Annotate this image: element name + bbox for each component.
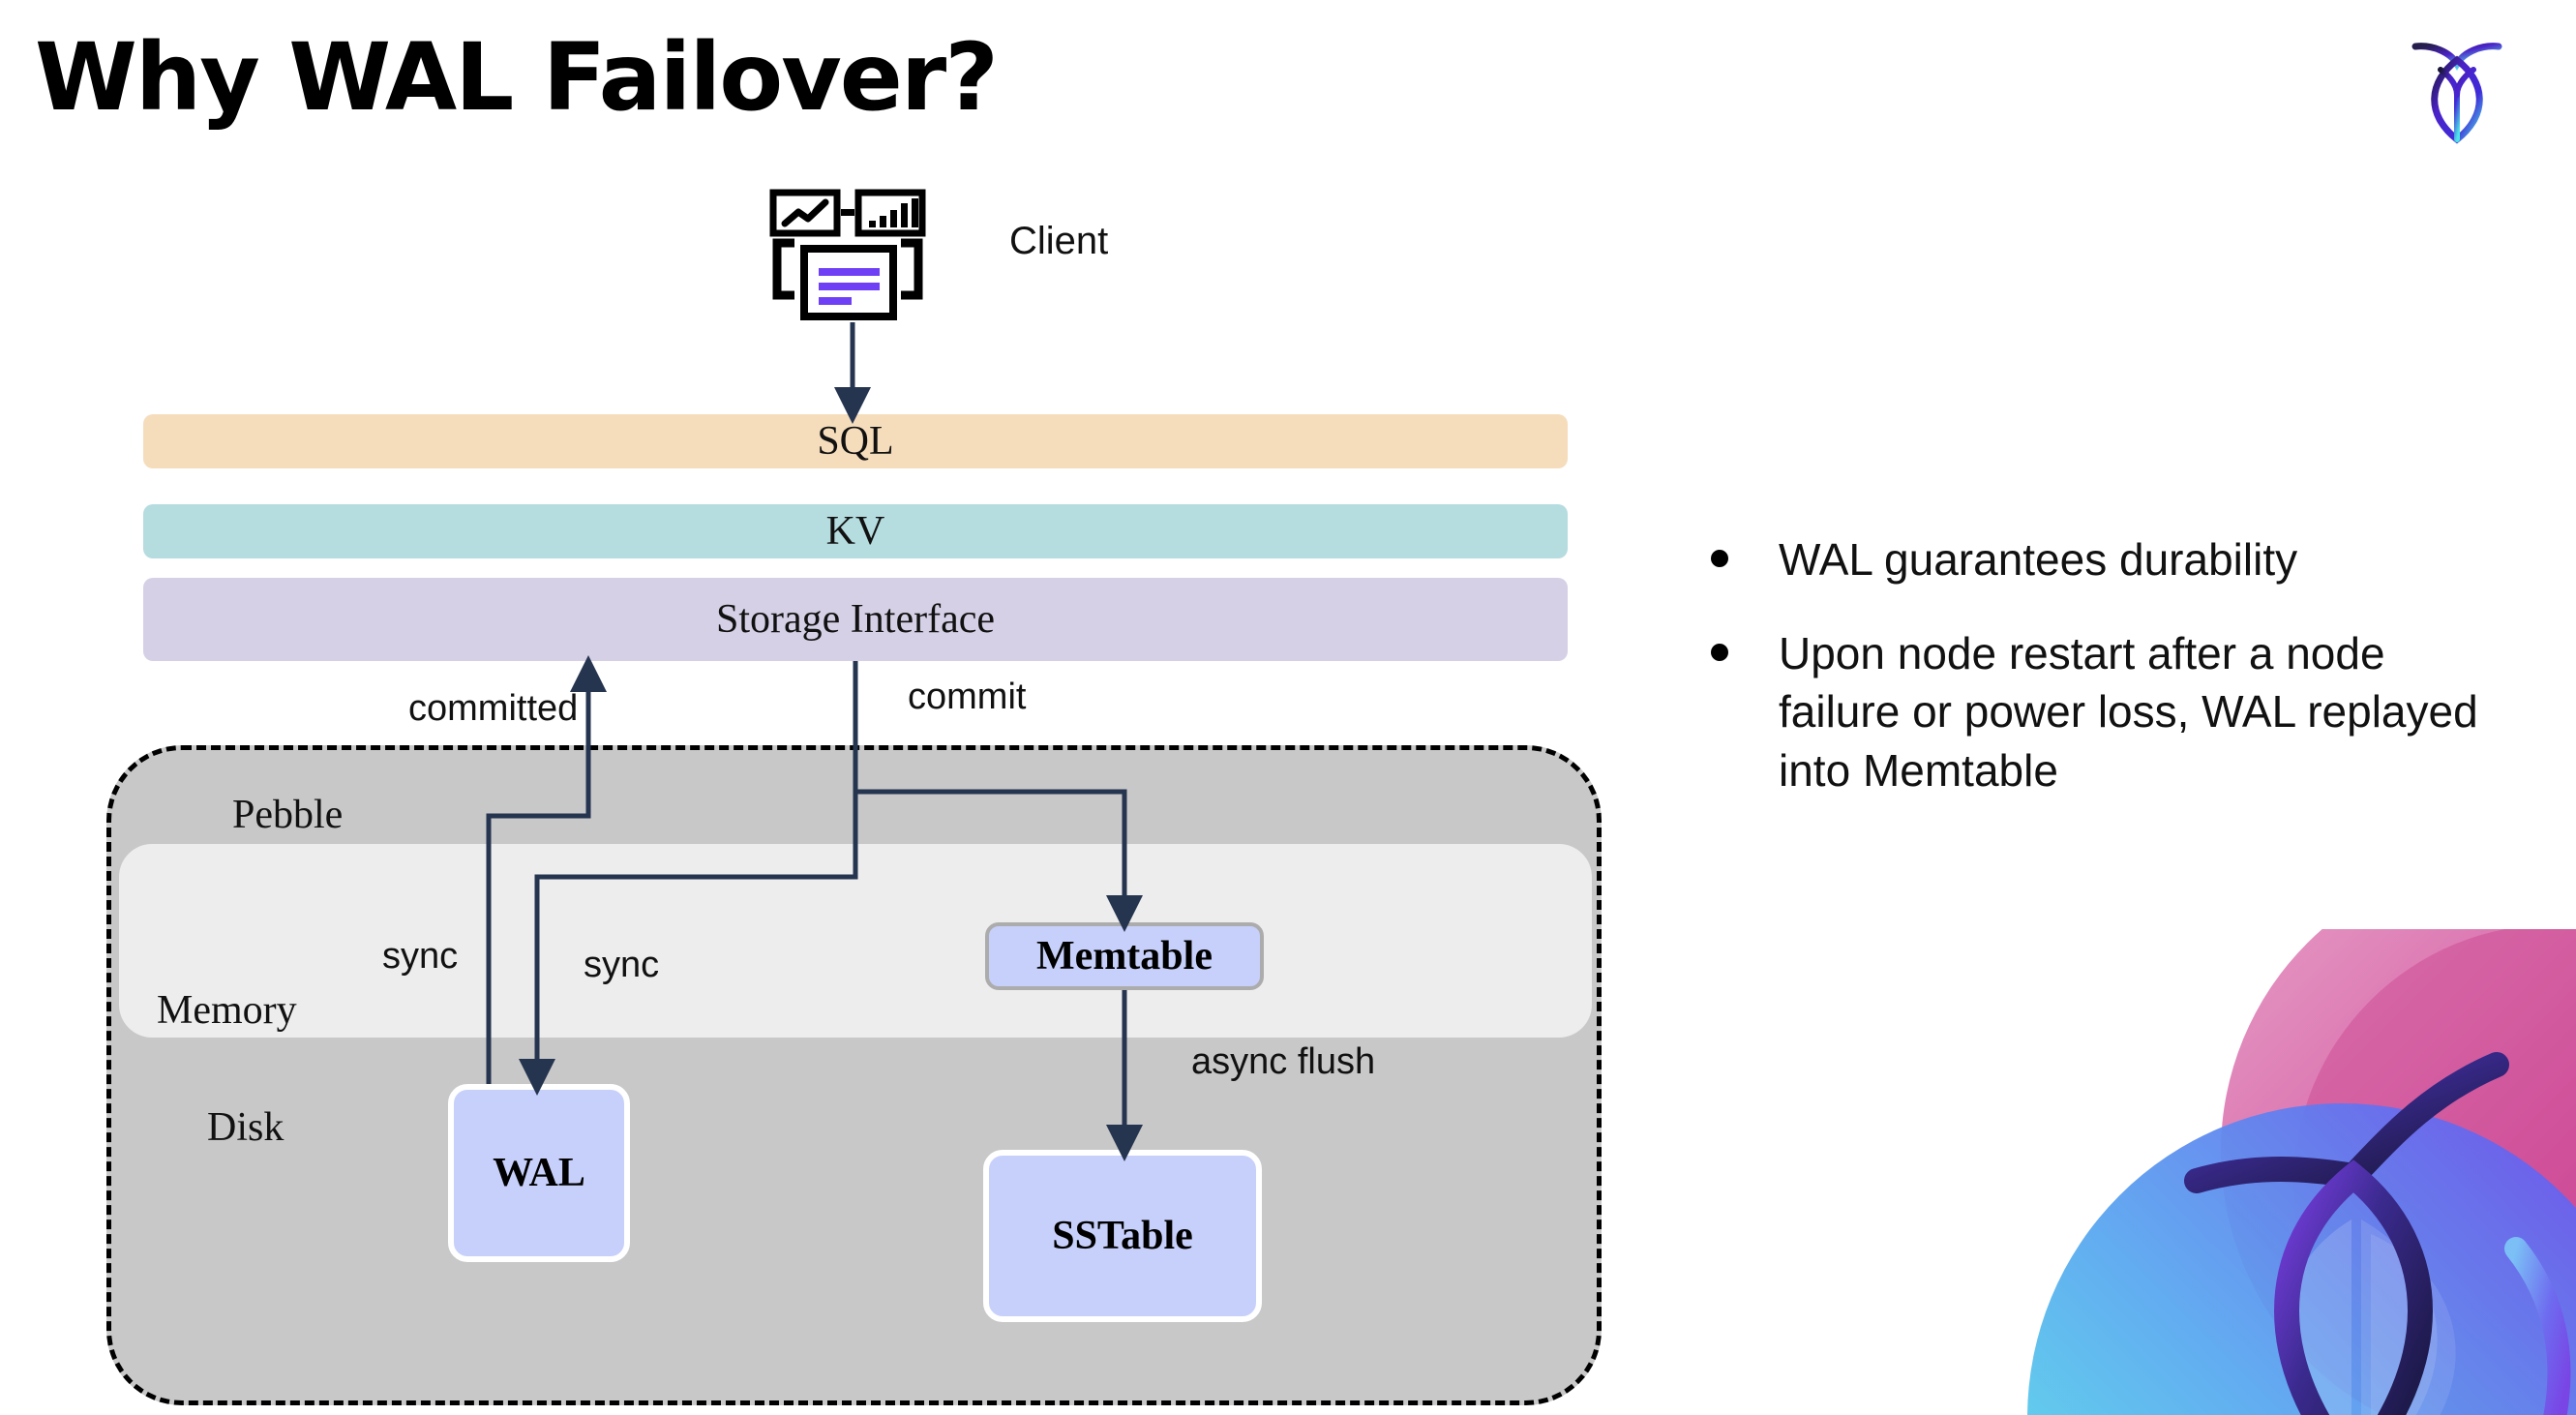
memory-label: Memory — [157, 988, 297, 1033]
page-title: Why WAL Failover? — [35, 23, 999, 132]
edge-label-sync-right: sync — [584, 945, 660, 985]
layer-label-kv: KV — [825, 509, 885, 554]
bullet-text: Upon node restart after a node failure o… — [1779, 627, 2478, 797]
layer-bar-sql: SQL — [143, 414, 1568, 468]
pebble-label: Pebble — [232, 793, 344, 837]
disk-label: Disk — [207, 1105, 285, 1150]
bullet-dot-icon — [1711, 550, 1728, 567]
node-label-memtable: Memtable — [1036, 934, 1213, 978]
layer-bar-storage: Storage Interface — [143, 578, 1568, 661]
edge-label-async-flush: async flush — [1191, 1041, 1376, 1082]
node-memtable: Memtable — [985, 922, 1264, 990]
list-item: WAL guarantees durability — [1711, 530, 2514, 589]
cockroach-logo-icon — [2404, 31, 2510, 147]
bullet-dot-icon — [1711, 643, 1728, 661]
client-label: Client — [1009, 220, 1109, 262]
memory-region — [119, 844, 1592, 1038]
cockroach-watermark-icon — [1974, 929, 2576, 1415]
layer-bar-kv: KV — [143, 504, 1568, 558]
node-sstable: SSTable — [983, 1150, 1262, 1322]
edge-label-sync-left: sync — [382, 936, 459, 977]
node-label-wal: WAL — [493, 1151, 585, 1195]
node-wal: WAL — [448, 1084, 630, 1262]
client-dashboard-icon — [769, 189, 934, 324]
node-label-sstable: SSTable — [1052, 1214, 1193, 1258]
layer-label-storage: Storage Interface — [716, 597, 995, 642]
edge-label-committed: committed — [408, 688, 579, 729]
bullet-list: WAL guarantees durability Upon node rest… — [1711, 530, 2514, 835]
edge-label-commit: commit — [908, 677, 1027, 717]
layer-label-sql: SQL — [817, 419, 894, 464]
list-item: Upon node restart after a node failure o… — [1711, 624, 2514, 800]
bullet-text: WAL guarantees durability — [1779, 534, 2298, 585]
